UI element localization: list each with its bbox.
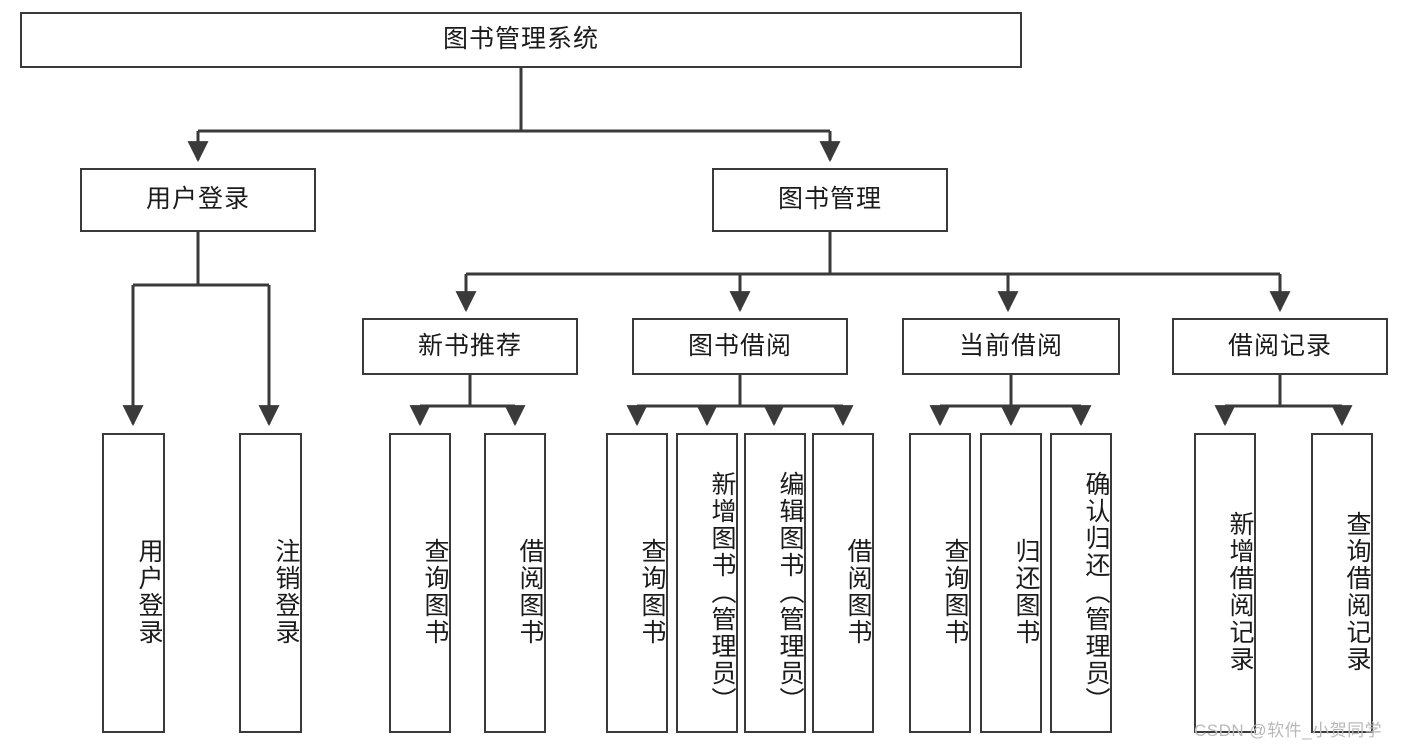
node-leaf-confirm-return-label: 确认归还（管理员） (1082, 470, 1110, 714)
watermark: CSDN @软件_小贺同学 (1194, 721, 1383, 740)
node-leaf-query-book-3[interactable]: 查询图书 (909, 433, 971, 733)
node-leaf-add-book-label: 新增图书（管理员） (708, 470, 736, 714)
node-book-manage-label: 图书管理 (777, 185, 882, 214)
node-borrow-record-label: 借阅记录 (1227, 331, 1332, 360)
node-new-book-rec[interactable]: 新书推荐 (362, 318, 578, 375)
node-leaf-logout-login-label: 注销登录 (272, 538, 300, 646)
node-leaf-query-book-3-label: 查询图书 (941, 538, 969, 646)
node-leaf-query-book-2-label: 查询图书 (638, 538, 666, 646)
node-book-borrow-label: 图书借阅 (687, 331, 792, 360)
node-user-login-label: 用户登录 (145, 185, 250, 214)
node-leaf-add-book[interactable]: 新增图书（管理员） (676, 433, 738, 733)
node-current-borrow[interactable]: 当前借阅 (902, 318, 1120, 375)
node-borrow-record[interactable]: 借阅记录 (1172, 318, 1388, 375)
node-book-borrow[interactable]: 图书借阅 (632, 318, 848, 375)
node-book-manage[interactable]: 图书管理 (712, 168, 948, 232)
node-leaf-edit-book-label: 编辑图书（管理员） (776, 470, 804, 714)
node-leaf-user-login[interactable]: 用户登录 (102, 433, 165, 733)
node-leaf-confirm-return[interactable]: 确认归还（管理员） (1050, 433, 1112, 733)
node-leaf-borrow-book-1[interactable]: 借阅图书 (484, 433, 546, 733)
node-leaf-return-book-label: 归还图书 (1012, 538, 1040, 646)
node-leaf-logout-login[interactable]: 注销登录 (239, 433, 302, 733)
node-leaf-add-record[interactable]: 新增借阅记录 (1194, 433, 1256, 733)
node-leaf-query-record[interactable]: 查询借阅记录 (1311, 433, 1373, 733)
node-user-login[interactable]: 用户登录 (80, 168, 316, 232)
node-new-book-rec-label: 新书推荐 (417, 331, 522, 360)
node-leaf-user-login-label: 用户登录 (135, 538, 163, 646)
node-leaf-borrow-book-2-label: 借阅图书 (844, 538, 872, 646)
node-root-system[interactable]: 图书管理系统 (20, 12, 1022, 68)
node-leaf-query-record-label: 查询借阅记录 (1343, 511, 1371, 673)
node-leaf-query-book-1-label: 查询图书 (421, 538, 449, 646)
node-leaf-borrow-book-2[interactable]: 借阅图书 (812, 433, 874, 733)
node-leaf-add-record-label: 新增借阅记录 (1226, 511, 1254, 673)
node-leaf-query-book-1[interactable]: 查询图书 (389, 433, 451, 733)
node-root-system-label: 图书管理系统 (442, 25, 599, 54)
node-leaf-borrow-book-1-label: 借阅图书 (516, 538, 544, 646)
node-current-borrow-label: 当前借阅 (958, 331, 1063, 360)
node-leaf-return-book[interactable]: 归还图书 (980, 433, 1042, 733)
node-leaf-edit-book[interactable]: 编辑图书（管理员） (744, 433, 806, 733)
node-leaf-query-book-2[interactable]: 查询图书 (606, 433, 668, 733)
